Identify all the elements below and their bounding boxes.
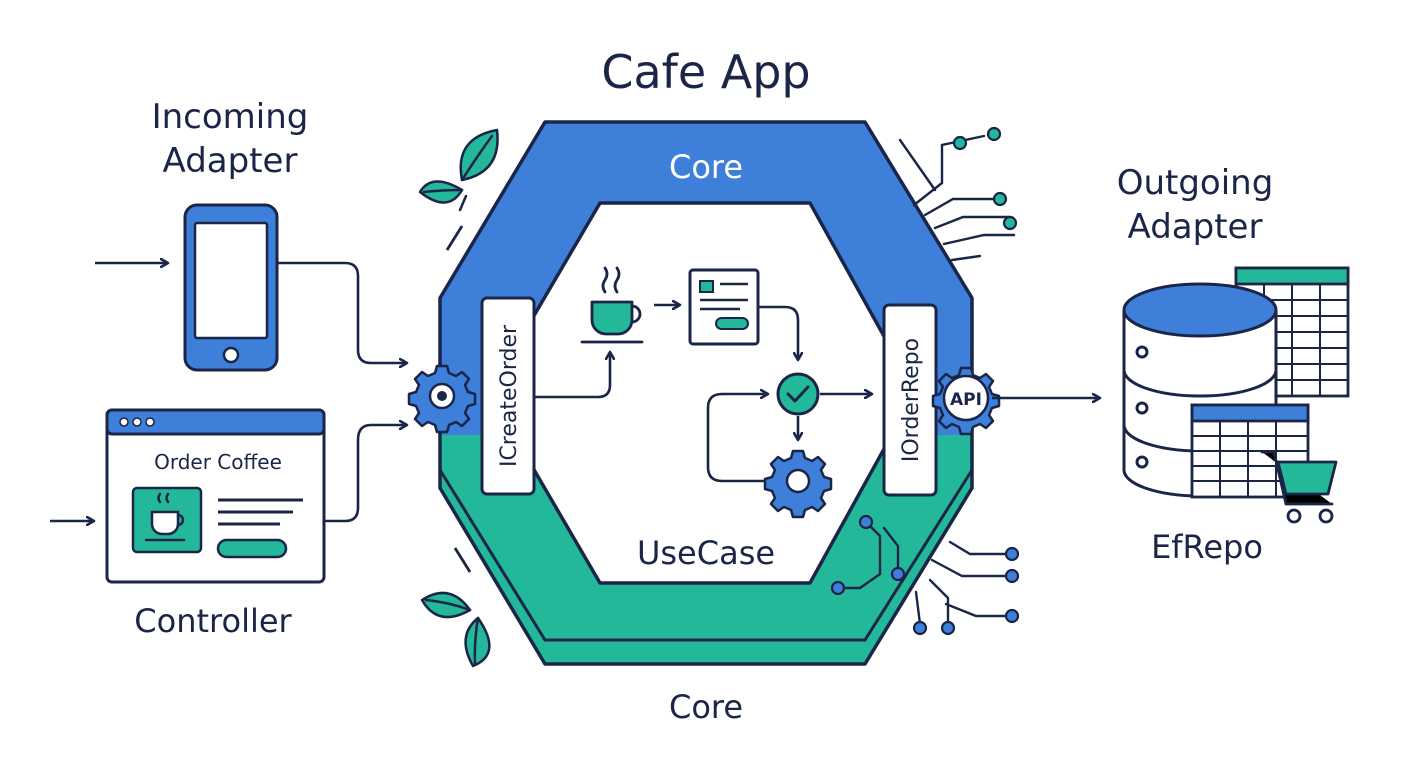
gear-icon [407, 364, 477, 434]
outgoing-heading-line2: Adapter [1128, 207, 1263, 247]
phone-icon [183, 203, 279, 372]
cart-icon [1260, 450, 1338, 524]
spreadsheet-icon [1190, 403, 1310, 499]
controller-label: Controller [134, 602, 292, 640]
core-bottom-label: Core [669, 688, 743, 726]
connector-browser-to-core [324, 425, 407, 523]
usecase-label: UseCase [637, 534, 775, 572]
connector-phone-to-core [277, 261, 407, 363]
port-in-label: ICreateOrder [497, 324, 522, 467]
repo-label: EfRepo [1151, 528, 1263, 566]
incoming-heading-line1: Incoming [152, 97, 309, 137]
document-icon [688, 268, 760, 346]
edge-tick [445, 225, 464, 251]
port-out-label: IOrderRepo [899, 338, 924, 462]
flow-loop-gear-to-check [706, 394, 768, 483]
circuit-icon [898, 134, 1016, 262]
coffee-cup-icon [144, 492, 186, 542]
flow-arrow-port-to-cup [534, 352, 610, 399]
core-top-label: Core [669, 148, 743, 186]
gear-icon [763, 449, 833, 519]
leaf-icon [418, 128, 499, 212]
check-icon [776, 372, 820, 416]
circuit-icon [836, 520, 1010, 626]
api-badge: API [950, 390, 982, 410]
incoming-heading-line2: Adapter [163, 141, 298, 181]
circuit-nodes [952, 126, 1018, 231]
leaf-icon [420, 591, 491, 668]
api-gear-icon [931, 366, 1001, 436]
edge-tick [453, 547, 472, 573]
circuit-nodes [830, 514, 1020, 636]
browser-window-title: Order Coffee [154, 450, 282, 474]
diagram-title: Cafe App [601, 45, 810, 99]
outgoing-heading-line1: Outgoing [1117, 163, 1274, 203]
browser-window-icon [105, 408, 326, 584]
coffee-cup-icon [580, 266, 644, 344]
flow-arrow-doc-to-check [758, 305, 798, 360]
